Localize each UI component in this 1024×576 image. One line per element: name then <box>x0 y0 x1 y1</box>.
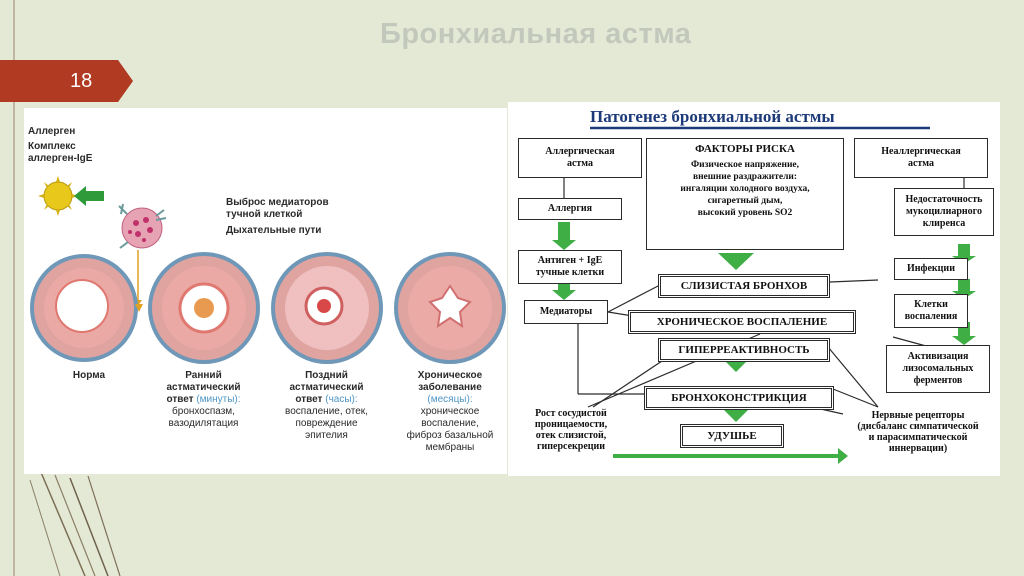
pathogenesis-illustration: Аллерген Комплекс аллерген-IgE <box>24 108 507 474</box>
pathogenesis-flowchart: Патогенез бронхиальной астмы <box>508 102 1000 476</box>
airway-late <box>271 252 383 364</box>
release-label-2: тучной клеткой <box>226 209 303 220</box>
mediators-box: Медиаторы <box>524 300 608 324</box>
inflammation-box: ХРОНИЧЕСКОЕ ВОСПАЛЕНИЕ <box>628 310 856 334</box>
complex-label-2: аллерген-IgE <box>28 153 93 164</box>
allergen-label: Аллерген <box>28 126 76 137</box>
suffocation-box: УДУШЬЕ <box>680 424 784 448</box>
nerve-receptors-text: Нервные рецепторы(дисбаланс симпатическо… <box>857 410 979 454</box>
mast-cell-icon <box>118 203 167 249</box>
slide-title: Бронхиальная астма <box>380 18 692 50</box>
flowchart-title: Патогенез бронхиальной астмы <box>590 107 835 126</box>
airway-chronic <box>394 252 506 364</box>
infections-box: Инфекции <box>894 258 968 280</box>
stage-normal: Норма <box>72 370 106 381</box>
risk-factors-box: ФАКТОРЫ РИСКА Физическое напряжение, вне… <box>646 138 844 250</box>
hyperreactivity-box: ГИПЕРРЕАКТИВНОСТЬ <box>658 338 830 362</box>
allergen-icon <box>38 176 78 216</box>
slide-number: 18 <box>70 70 93 92</box>
green-arrow-icon <box>74 186 104 206</box>
airway-normal <box>30 254 138 362</box>
stage-late: Поздний астматический ответ (часы): восп… <box>285 370 368 441</box>
illustration-graphics <box>30 176 506 364</box>
mucosa-box: СЛИЗИСТАЯ БРОНХОВ <box>658 274 830 298</box>
stage-early: Ранний астматический ответ (минуты): бро… <box>166 370 241 429</box>
release-label-1: Выброс медиаторов <box>226 197 329 208</box>
allergy-box: Аллергия <box>518 198 622 220</box>
airway-early <box>148 252 260 364</box>
slide-number-tab <box>0 60 133 102</box>
complex-label-1: Комплекс <box>28 141 76 152</box>
bronchoconstriction-box: БРОНХОКОНСТРИКЦИЯ <box>644 386 834 410</box>
stage-chronic: Хроническое заболевание (месяцы): хронич… <box>406 370 494 453</box>
airways-label: Дыхательные пути <box>226 225 322 236</box>
